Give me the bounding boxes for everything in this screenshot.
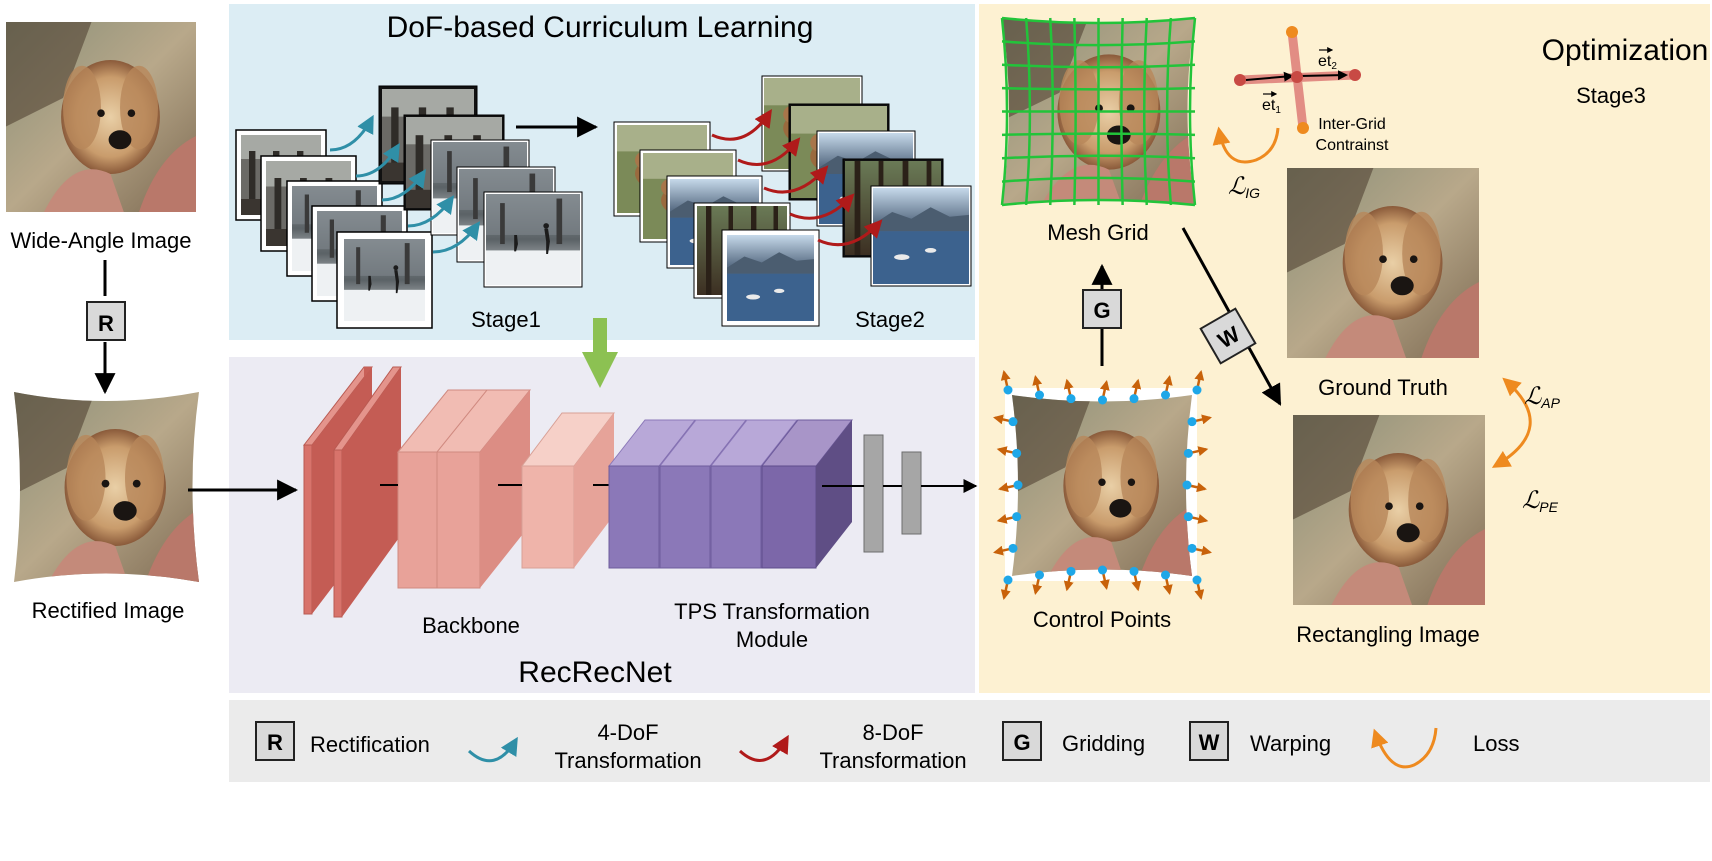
control-point [1035, 570, 1044, 580]
backbone-blocks [302, 366, 616, 618]
loss-ig-symbol: ℒIG [1228, 173, 1260, 201]
legend-r-key-label: R [267, 730, 283, 755]
tps-label-line2: Module [736, 627, 808, 652]
tps-label-line1: TPS Transformation [674, 599, 870, 624]
backbone-label: Backbone [422, 613, 520, 638]
control-point [1035, 390, 1044, 400]
legend-dof8-line2: Transformation [819, 748, 966, 773]
wide-angle-label: Wide-Angle Image [11, 228, 192, 253]
control-point [1161, 390, 1170, 400]
g-box [1082, 289, 1122, 329]
legend-g-key [1002, 721, 1042, 761]
mesh-grid-image [1000, 16, 1197, 207]
dof4-arrows [329, 114, 481, 254]
legend-panel [229, 700, 1710, 782]
control-points-label: Control Points [1033, 607, 1171, 632]
legend-loss: Loss [1473, 731, 1519, 756]
legend-dof8-arrow-icon [738, 734, 789, 762]
legend-w-key [1189, 721, 1229, 761]
network-name: RecRecNet [518, 656, 672, 689]
mesh-line [1120, 17, 1124, 206]
legend-dof4-arrow-icon [467, 736, 518, 763]
legend-dof4-line1: 4-DoF [597, 720, 658, 745]
w-box: W [1199, 307, 1257, 365]
wide-angle-image [6, 22, 196, 212]
control-point [1066, 394, 1076, 404]
g-box-label: G [1093, 298, 1110, 323]
mesh-line [1001, 132, 1196, 137]
control-point [1183, 512, 1193, 522]
rectified-label: Rectified Image [32, 598, 185, 623]
legend: R Rectification 4-DoF Transformation 8-D… [255, 720, 1519, 773]
legend-rectification: Rectification [310, 732, 430, 757]
legend-gridding: Gridding [1062, 731, 1145, 756]
stage2-label: Stage2 [855, 307, 925, 332]
control-point [1098, 565, 1107, 575]
control-point [1008, 543, 1018, 553]
curriculum-title: DoF-based Curriculum Learning [387, 11, 814, 44]
stage1-images [235, 129, 433, 329]
tps-blocks [607, 419, 854, 569]
loss-ap-pe-arrow [1491, 377, 1532, 468]
rectangling-label: Rectangling Image [1296, 622, 1479, 647]
control-point [1182, 480, 1192, 490]
r-box [86, 301, 126, 341]
control-point [1192, 385, 1202, 395]
control-points-image [993, 370, 1212, 600]
fc-layers [863, 434, 922, 553]
inter-grid-diagram: et1 et2 Inter-Grid Contrainst [1234, 26, 1389, 154]
inter-grid-line2: Contrainst [1316, 137, 1389, 154]
loss-ap-symbol: ℒAP [1524, 383, 1561, 411]
legend-g-key-label: G [1013, 730, 1030, 755]
control-point [1187, 417, 1197, 427]
control-point [1066, 566, 1076, 576]
stage3-label: Stage3 [1576, 83, 1646, 108]
control-point [1183, 448, 1193, 458]
control-point [1008, 417, 1018, 427]
loss-ig-arrow [1212, 126, 1280, 164]
mesh-line [1143, 17, 1148, 206]
control-point [1003, 575, 1013, 585]
stage1-transformed-images [378, 85, 583, 288]
rectangling-image [1293, 415, 1485, 605]
legend-dof4-line2: Transformation [554, 748, 701, 773]
control-point [1013, 480, 1023, 490]
legend-w-key-label: W [1199, 730, 1220, 755]
optimization-title: Optimization [1542, 34, 1709, 67]
stage2-images [613, 121, 820, 327]
control-point [1129, 394, 1139, 404]
control-point [1187, 543, 1197, 553]
mesh-line [1188, 17, 1197, 206]
control-point [1129, 566, 1139, 576]
control-point [1012, 512, 1022, 522]
et1-label: et1 [1262, 97, 1281, 116]
et2-label: et2 [1318, 53, 1337, 72]
mesh-line [1001, 198, 1196, 207]
control-point [1161, 570, 1170, 580]
mesh-grid-label: Mesh Grid [1047, 220, 1148, 245]
legend-dof8-line1: 8-DoF [862, 720, 923, 745]
mesh-line [1001, 154, 1196, 160]
mesh-line [1001, 176, 1196, 183]
control-point [1012, 448, 1022, 458]
legend-warping: Warping [1250, 731, 1331, 756]
dof8-arrows [711, 108, 883, 247]
mesh-line [1165, 17, 1173, 206]
rectified-image [14, 392, 199, 582]
ground-truth-image [1287, 168, 1479, 358]
control-point [1098, 395, 1107, 405]
stage1-label: Stage1 [471, 307, 541, 332]
control-point [1192, 575, 1202, 585]
curriculum-to-network-arrow [582, 318, 618, 388]
inter-grid-line1: Inter-Grid [1318, 116, 1386, 133]
ground-truth-label: Ground Truth [1318, 375, 1448, 400]
control-point [1003, 385, 1013, 395]
legend-loss-arrow-icon [1371, 727, 1438, 769]
r-box-label: R [98, 311, 114, 336]
loss-pe-symbol: ℒPE [1522, 487, 1559, 515]
legend-r-key [255, 721, 295, 761]
